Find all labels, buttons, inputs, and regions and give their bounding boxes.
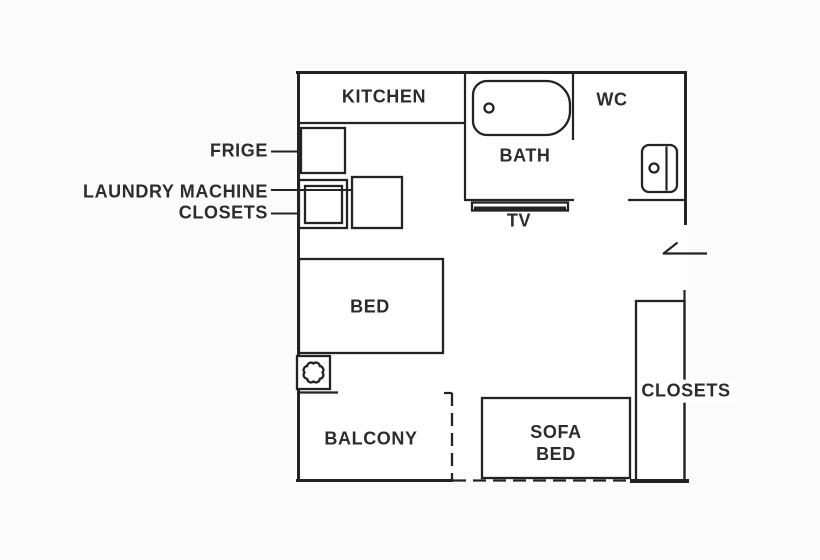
sofa-bed-box [480, 396, 632, 480]
frige-box [299, 126, 347, 175]
balcony-label: BALCONY [324, 428, 418, 449]
plant-icon [295, 354, 332, 391]
frige-callout-label: FRIGE [209, 140, 268, 161]
bed-label: BED [350, 296, 390, 317]
closets-callout-label: CLOSETS [178, 202, 268, 223]
toilet-flush-button [648, 162, 660, 174]
sofa-bed-label-line1: SOFA [530, 422, 582, 442]
toilet-outline [640, 143, 679, 194]
tv-label: TV [506, 210, 532, 231]
sofa-bed-label: SOFA BED [530, 421, 581, 465]
tv-icon [470, 201, 570, 212]
kitchen-label: KITCHEN [341, 86, 427, 107]
bathtub-outline [471, 79, 572, 137]
sofa-bed-label-line2: BED [536, 444, 576, 464]
plant-box [295, 354, 332, 391]
tv-outline [470, 201, 570, 212]
laundry-machine-inner [303, 184, 344, 225]
door-swing-icon [662, 241, 707, 255]
bathtub-drain [483, 102, 495, 114]
door-swing-line [662, 241, 679, 255]
toilet-icon [640, 143, 679, 194]
laundry-machine-box [297, 178, 349, 230]
wc-label: WC [596, 89, 628, 110]
bed-box [297, 257, 445, 355]
plant-flower [302, 361, 325, 384]
bath-label: BATH [499, 145, 551, 166]
closets-right-label: CLOSETS [638, 379, 734, 403]
bathtub-icon [471, 79, 572, 137]
laundry-callout-label: LAUNDRY MACHINE [82, 181, 268, 202]
closet-small-box [350, 175, 404, 230]
